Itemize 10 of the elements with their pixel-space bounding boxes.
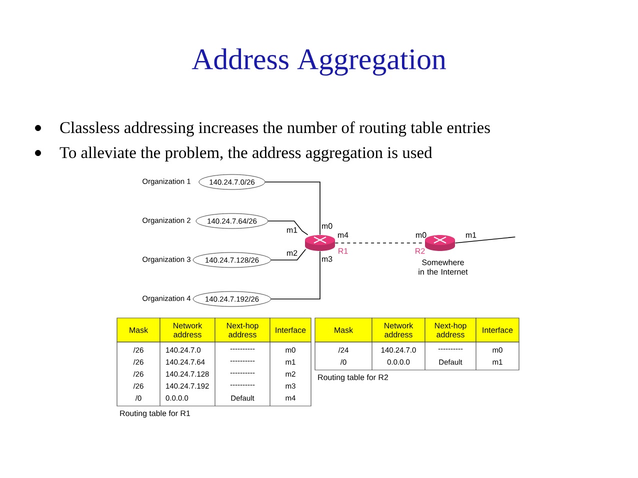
title: Address Aggregation [192, 48, 446, 76]
connector-line [268, 220, 308, 236]
router-icon [425, 235, 455, 251]
router-icon [305, 235, 335, 251]
bullet-item: Classless addressing increases the number of routing table entries [35, 121, 490, 137]
connector-line [454, 236, 516, 244]
connector-line [270, 248, 306, 260]
bullet-item: To alleviate the problem, the address aggregation is used [35, 146, 432, 162]
connector-line [264, 182, 320, 236]
connector-line [270, 250, 320, 300]
